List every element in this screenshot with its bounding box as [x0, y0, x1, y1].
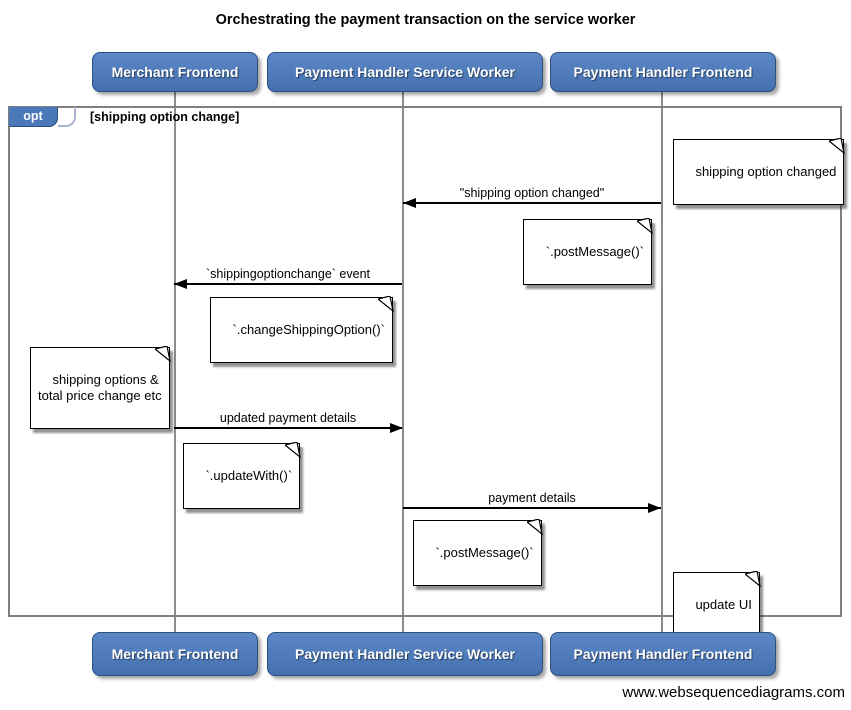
actor-label: Payment Handler Frontend	[573, 646, 753, 662]
note-fold-icon	[829, 138, 846, 154]
message-label-shipping-option-changed: "shipping option changed"	[459, 186, 605, 200]
note-update-with: `.updateWith()`	[183, 442, 301, 509]
note-update-ui: update UI	[673, 571, 761, 638]
actor-payment-handler-service-worker-bottom: Payment Handler Service Worker	[267, 632, 543, 676]
lifeline-merchant-frontend	[174, 92, 176, 632]
note-post-message-1: `.postMessage()`	[523, 218, 653, 285]
opt-fragment: opt [shipping option change]	[8, 106, 842, 617]
actor-label: Payment Handler Frontend	[573, 64, 753, 80]
actor-merchant-frontend-bottom: Merchant Frontend	[92, 632, 258, 676]
note-fold-icon	[154, 346, 171, 362]
actor-label: Merchant Frontend	[111, 646, 239, 662]
note-shipping-options-price-change: shipping options & total price change et…	[30, 346, 171, 429]
actor-payment-handler-service-worker-top: Payment Handler Service Worker	[267, 52, 543, 92]
arrowhead-left-icon	[174, 279, 187, 289]
arrowhead-left-icon	[403, 198, 416, 208]
actor-merchant-frontend-top: Merchant Frontend	[92, 52, 258, 92]
note-change-shipping-option: `.changeShippingOption()`	[210, 296, 394, 363]
message-label-shippingoptionchange-event: `shippingoptionchange` event	[205, 267, 370, 281]
message-line	[403, 202, 661, 204]
actor-label: Merchant Frontend	[111, 64, 239, 80]
note-post-message-2: `.postMessage()`	[413, 519, 543, 586]
note-text: update UI	[695, 597, 752, 612]
message-label-updated-payment-details: updated payment details	[219, 411, 357, 425]
note-fold-icon	[637, 218, 653, 234]
note-fold-icon	[744, 571, 761, 587]
arrowhead-right-icon	[390, 423, 403, 433]
note-text: `.updateWith()`	[205, 468, 293, 483]
note-shipping-option-changed: shipping option changed	[673, 138, 846, 205]
arrowhead-right-icon	[648, 503, 661, 513]
message-label-payment-details: payment details	[488, 491, 576, 505]
note-fold-icon	[378, 296, 394, 312]
note-text: `.changeShippingOption()`	[232, 322, 385, 337]
actor-label: Payment Handler Service Worker	[295, 646, 515, 662]
lifeline-payment-handler-frontend	[661, 92, 663, 632]
note-fold-icon	[526, 519, 543, 535]
diagram-title: Orchestrating the payment transaction on…	[215, 12, 636, 28]
watermark-websequencediagrams: www.websequencediagrams.com	[622, 684, 845, 701]
note-text: shipping option changed	[695, 164, 837, 179]
message-line	[174, 283, 402, 285]
opt-operator-tab: opt	[9, 107, 58, 127]
note-text: `.postMessage()`	[545, 244, 644, 259]
opt-tab-curl	[58, 107, 76, 127]
note-text: `.postMessage()`	[435, 545, 534, 560]
note-text: shipping options & total price change et…	[38, 372, 162, 403]
opt-guard-label: [shipping option change]	[90, 110, 240, 124]
actor-label: Payment Handler Service Worker	[295, 64, 515, 80]
lifeline-payment-handler-service-worker	[402, 92, 404, 632]
note-fold-icon	[285, 442, 301, 458]
actor-payment-handler-frontend-top: Payment Handler Frontend	[550, 52, 776, 92]
actor-payment-handler-frontend-bottom: Payment Handler Frontend	[550, 632, 776, 676]
message-line	[174, 427, 402, 429]
message-line	[403, 507, 661, 509]
